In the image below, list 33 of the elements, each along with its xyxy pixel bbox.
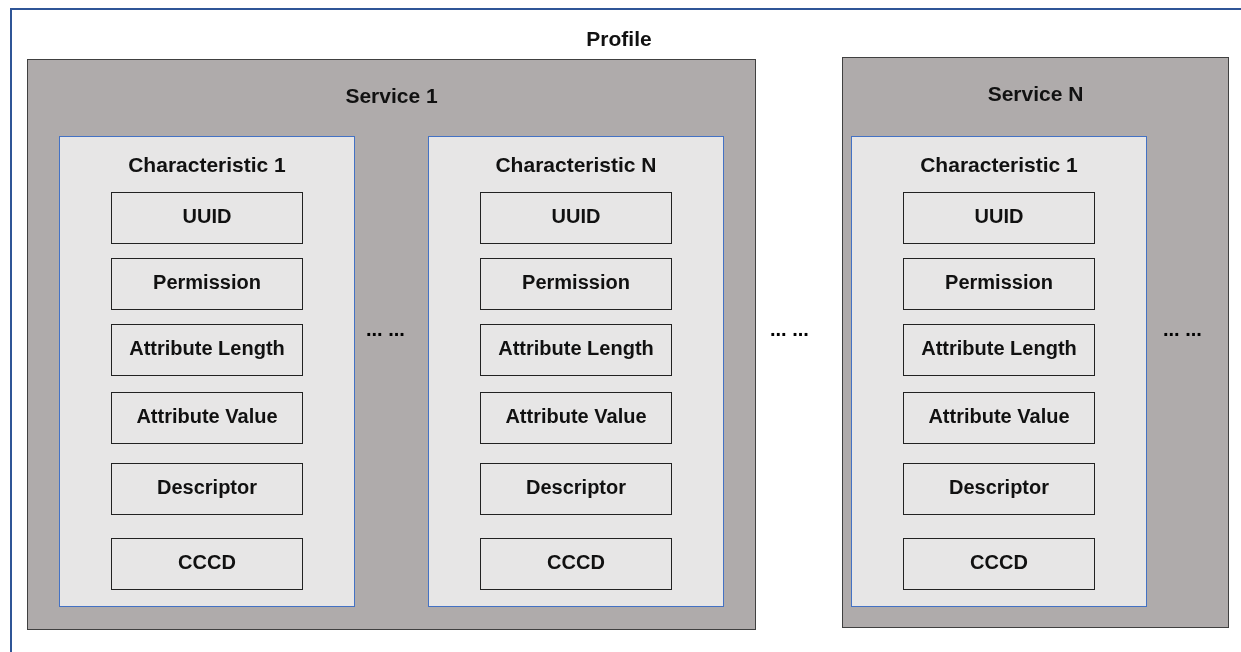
- attribute-box: Descriptor: [111, 463, 303, 515]
- ellipsis-label: ... ...: [1163, 318, 1202, 341]
- attribute-box: Descriptor: [903, 463, 1095, 515]
- characteristic-title: Characteristic 1: [919, 153, 1079, 177]
- service-title: Service 1: [344, 84, 439, 108]
- profile-frame: [10, 8, 1241, 652]
- attribute-box: Permission: [480, 258, 672, 310]
- attribute-box: CCCD: [111, 538, 303, 590]
- attribute-box: Attribute Length: [111, 324, 303, 376]
- service-title: Service N: [986, 82, 1085, 106]
- characteristic-panel: [59, 136, 355, 607]
- service-panel: [27, 59, 756, 630]
- ellipsis-label: ... ...: [366, 318, 405, 341]
- characteristic-title: Characteristic N: [494, 153, 658, 177]
- attribute-box: CCCD: [480, 538, 672, 590]
- attribute-box: UUID: [111, 192, 303, 244]
- profile-title: Profile: [585, 27, 653, 51]
- attribute-box: UUID: [903, 192, 1095, 244]
- attribute-box: Attribute Length: [480, 324, 672, 376]
- characteristic-title: Characteristic 1: [127, 153, 287, 177]
- attribute-box: Permission: [111, 258, 303, 310]
- ellipsis-label: ... ...: [770, 318, 809, 341]
- attribute-box: CCCD: [903, 538, 1095, 590]
- attribute-box: Attribute Value: [111, 392, 303, 444]
- attribute-box: Attribute Value: [480, 392, 672, 444]
- characteristic-panel: [428, 136, 724, 607]
- service-panel: [842, 57, 1229, 628]
- attribute-box: Attribute Value: [903, 392, 1095, 444]
- attribute-box: Descriptor: [480, 463, 672, 515]
- characteristic-panel: [851, 136, 1147, 607]
- attribute-box: UUID: [480, 192, 672, 244]
- attribute-box: Attribute Length: [903, 324, 1095, 376]
- attribute-box: Permission: [903, 258, 1095, 310]
